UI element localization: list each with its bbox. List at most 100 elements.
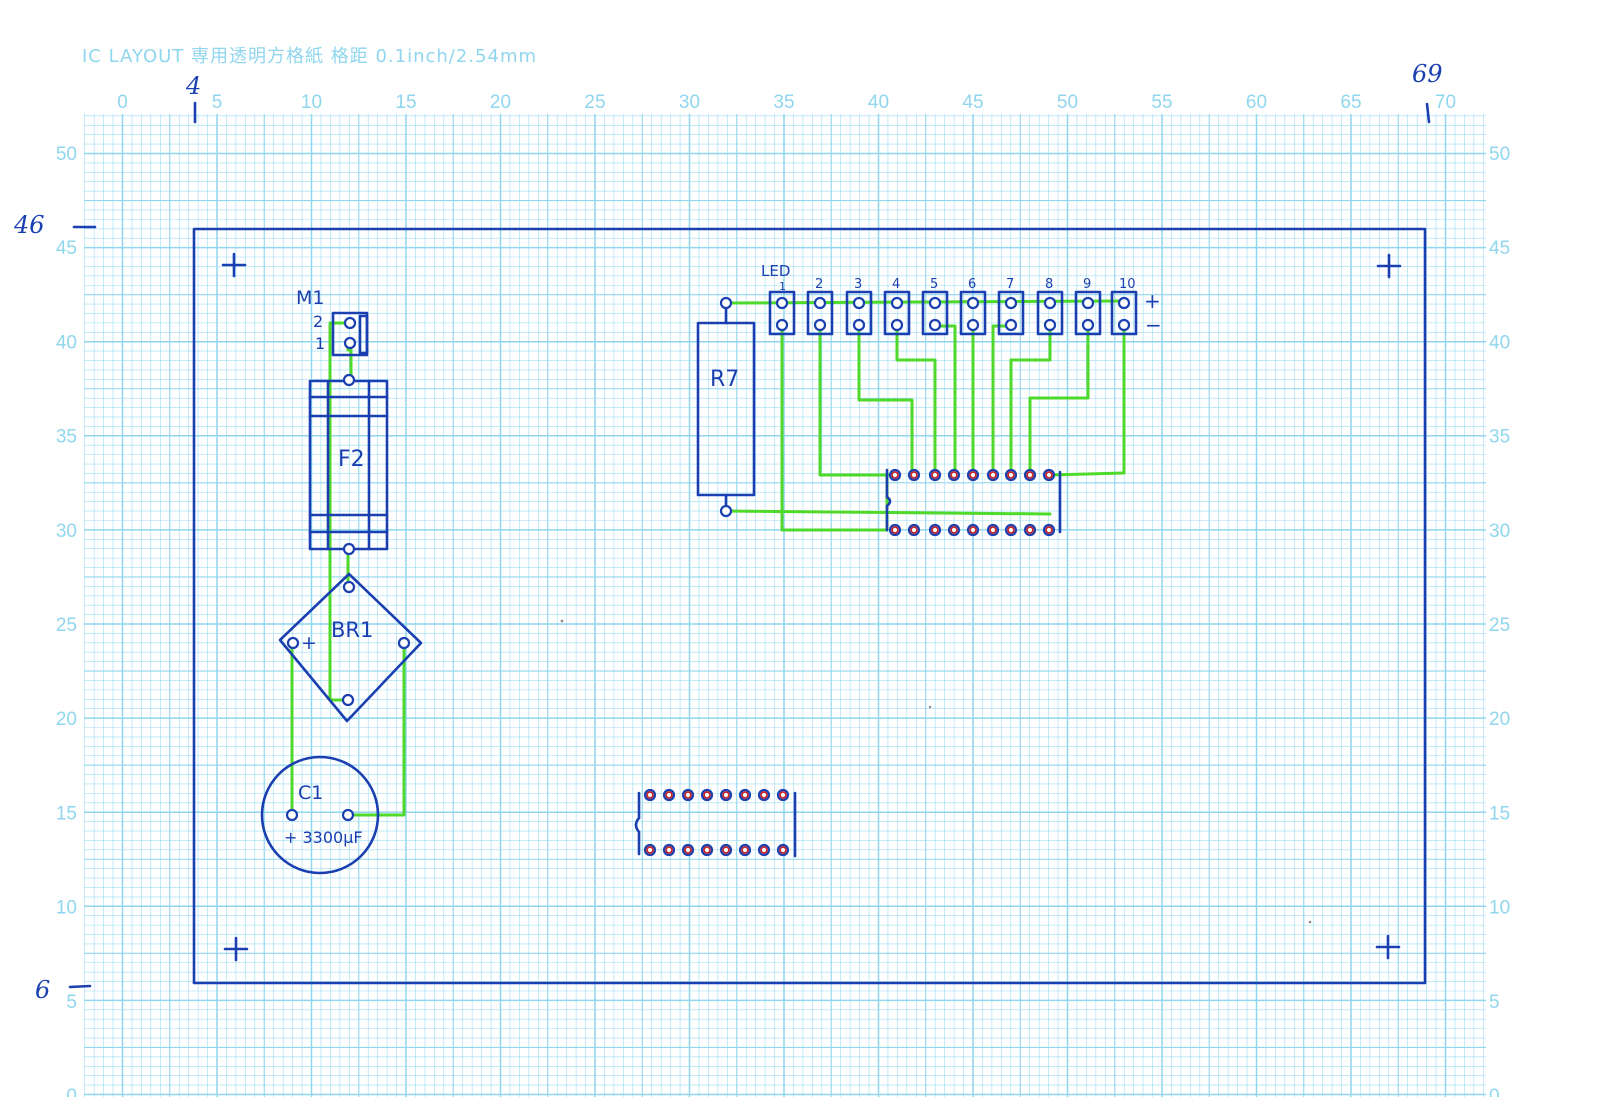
ic-pin-drill (910, 526, 918, 534)
mounting-hole-top-right (1376, 253, 1402, 279)
extent-left-label: 4 (185, 72, 201, 100)
led-5: 5 (921, 277, 949, 336)
y-axis-tick-label-right: 10 (1489, 898, 1510, 919)
y-axis-tick-label-right: 20 (1489, 709, 1510, 730)
ic-pin-drill (1007, 471, 1015, 479)
ic-loose-lower (634, 788, 797, 858)
led-bar: 2 3 4 5 6 7 8 9 10 1 (768, 277, 1138, 336)
connector-m1: M1 2 1 (296, 287, 369, 357)
paper-speck (1308, 920, 1312, 924)
x-axis-tick-label: 55 (1151, 92, 1172, 113)
x-axis-tick-label: 50 (1057, 92, 1078, 113)
ic-pin-drill (1045, 526, 1053, 534)
led-1 (768, 290, 796, 336)
m1-pin2-label: 2 (313, 312, 323, 331)
led-number-label: 8 (1045, 277, 1053, 292)
led-header: LED (761, 262, 790, 280)
y-axis-tick-label-right: 5 (1489, 992, 1500, 1013)
x-axis-tick-label: 70 (1435, 92, 1456, 113)
ic-pin-drill (969, 526, 977, 534)
led-number-label: 1 (779, 280, 786, 293)
x-axis-tick-label: 5 (212, 92, 223, 113)
ic-pin-drill (703, 846, 711, 854)
ic-pin-drill (1026, 526, 1034, 534)
ic-pin-drill (910, 471, 918, 479)
fuse-label: F2 (338, 447, 365, 472)
x-axis-tick-label: 40 (868, 92, 889, 113)
led-number-label: 6 (968, 277, 976, 292)
y-axis-tick-label-right: 15 (1489, 803, 1510, 824)
led-number-label: 4 (892, 277, 900, 292)
bridge-plus-label: + (301, 632, 317, 654)
ic-pin-drill (741, 791, 749, 799)
ic-pin-drill (1007, 526, 1015, 534)
paper-speck (560, 619, 564, 623)
mounting-hole-bottom-left (223, 936, 249, 962)
x-axis-tick-label: 45 (962, 92, 983, 113)
led-9: 9 (1074, 277, 1102, 336)
led-6: 6 (959, 277, 987, 336)
ic-pin-drill (703, 791, 711, 799)
x-axis-tick-label: 20 (490, 92, 511, 113)
y-axis-tick-label-left: 15 (56, 803, 77, 824)
led-number-label: 10 (1119, 277, 1136, 292)
ic-pin-drill (989, 471, 997, 479)
ic-pin-drill (722, 846, 730, 854)
cap-value: + 3300μF (284, 828, 363, 847)
m1-pin1-label: 1 (315, 334, 325, 353)
y-axis-tick-label-left: 20 (56, 709, 77, 730)
extent-bottom-label: 6 (35, 976, 50, 1004)
x-axis-tick-label: 0 (117, 92, 128, 113)
rail-minus-label: − (1145, 313, 1162, 337)
ic-pin-drill (1045, 471, 1053, 479)
mounting-hole-top-left (221, 252, 247, 278)
extent-right-label: 69 (1412, 60, 1443, 88)
led-3: 3 (845, 277, 873, 336)
ic-pin-drill (969, 471, 977, 479)
x-axis-tick-label: 30 (679, 92, 700, 113)
y-axis-tick-label-left: 5 (66, 992, 77, 1013)
y-axis-tick-label-right: 35 (1489, 427, 1510, 448)
ic-pin-drill (931, 471, 939, 479)
y-axis-tick-label-left: 40 (56, 332, 77, 353)
ic-pin-drill (1026, 471, 1034, 479)
ic-pin-drill (950, 526, 958, 534)
x-axis-tick-label: 60 (1246, 92, 1267, 113)
y-axis-tick-label-left: 0 (66, 1086, 77, 1097)
y-axis-tick-label-right: 30 (1489, 521, 1510, 542)
led-10: 10 (1110, 277, 1138, 336)
y-axis-tick-label-left: 50 (56, 144, 77, 165)
led-number-label: 7 (1006, 277, 1014, 292)
y-axis-tick-label-left: 30 (56, 521, 77, 542)
resistor-r7: R7 (696, 296, 756, 518)
led-4: 4 (883, 277, 911, 336)
capacitor-c1: C1 + 3300μF (260, 755, 380, 875)
y-axis-tick-label-right: 45 (1489, 238, 1510, 259)
ic-pin-drill (891, 526, 899, 534)
ic-pin-drill (950, 471, 958, 479)
ic-pin-drill (891, 471, 899, 479)
ic-pin-drill (779, 846, 787, 854)
sheet-header: IC LAYOUT 専用透明方格紙 格距 0.1inch/2.54mm (82, 46, 537, 67)
bridge-label: BR1 (331, 618, 373, 642)
rail-plus-label: + (1144, 289, 1161, 313)
ic-pin-drill (760, 791, 768, 799)
led-number-label: 9 (1083, 277, 1091, 292)
paper-speck (928, 705, 932, 709)
led-number-label: 3 (854, 277, 862, 292)
y-axis-tick-label-left: 45 (56, 238, 77, 259)
m1-label: M1 (296, 287, 324, 309)
ic-pin-drill (931, 526, 939, 534)
cap-label: C1 (298, 782, 323, 804)
resistor-label: R7 (710, 367, 739, 392)
y-axis-tick-label-left: 35 (56, 427, 77, 448)
ic-pin-drill (989, 526, 997, 534)
led-number-label: 5 (930, 277, 938, 292)
led-number-label: 2 (815, 277, 823, 292)
y-axis-tick-label-left: 10 (56, 898, 77, 919)
fuse-holder-f2: F2 (308, 373, 389, 556)
led-7: 7 (997, 277, 1025, 336)
